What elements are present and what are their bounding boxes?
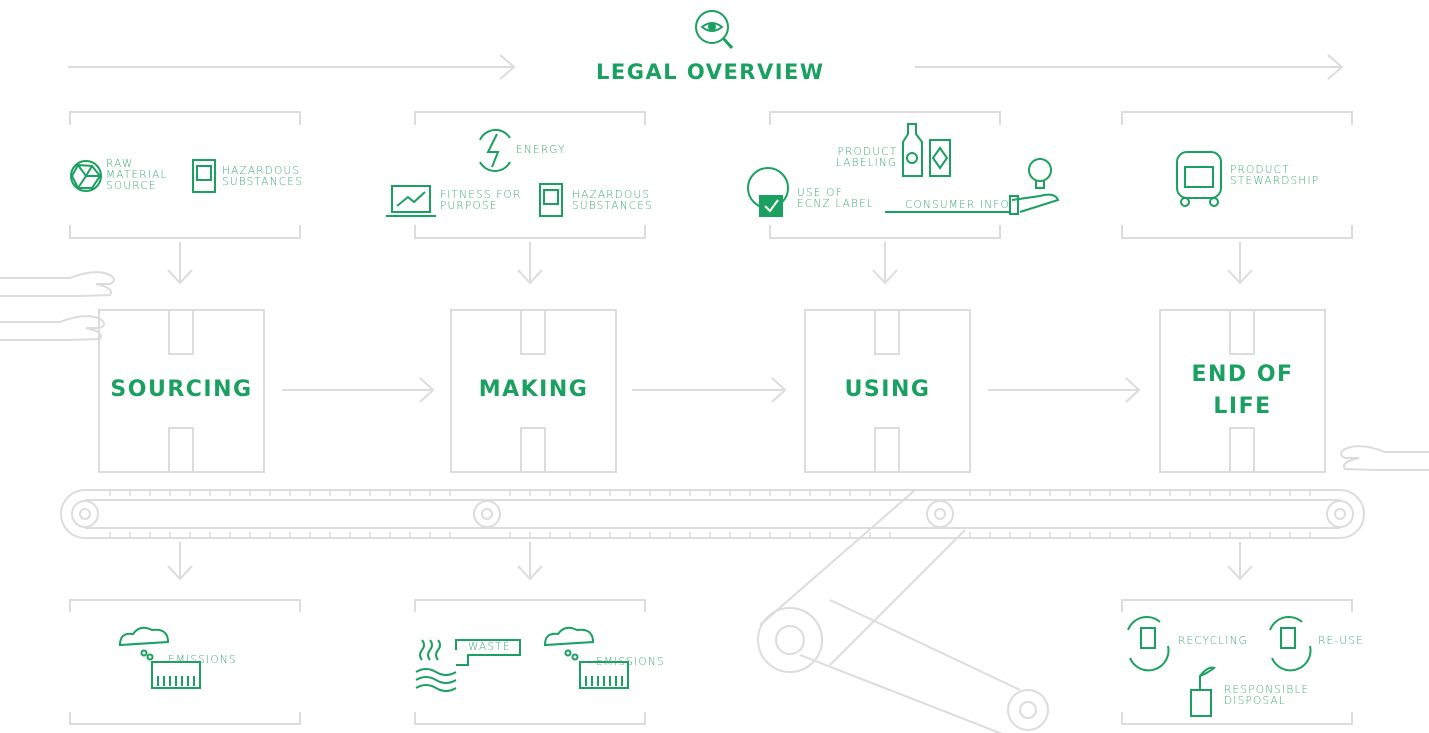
down-arrows-bottom: [167, 542, 1253, 581]
hazardous-line2: SUBSTANCES: [222, 176, 303, 188]
bottles-icon: [902, 123, 951, 177]
hazardous-making-line1: HAZARDOUS: [572, 189, 651, 201]
raw-material-line2: MATERIAL: [106, 169, 168, 181]
hazardous-line1: HAZARDOUS: [222, 165, 301, 177]
belt-ticks: [109, 490, 1311, 538]
hand-icons: [0, 271, 1429, 471]
page-title: LEGAL OVERVIEW: [596, 60, 825, 84]
top-arrow-left: [68, 54, 516, 80]
ecnz-line1: USE OF: [797, 187, 843, 199]
cloud-factory-icon: [118, 626, 201, 689]
ecnz-line2: ECNZ LABEL: [797, 198, 874, 210]
top-arrow-right: [915, 54, 1344, 80]
fitness-line1: FITNESS FOR: [440, 189, 522, 201]
laptop-icon: [386, 185, 436, 217]
recycling-label: RECYCLING: [1178, 635, 1248, 647]
lightbulb-hand-icon: [1009, 158, 1060, 215]
raw-material-label: RAW MATERIAL SOURCE: [106, 159, 168, 192]
labeling-line2: LABELING: [836, 157, 898, 169]
raw-material-line1: RAW: [106, 158, 134, 170]
consumer-info-label: CONSUMER INFO: [905, 199, 1010, 211]
cart-icon: [1176, 151, 1222, 207]
stage-using: USING: [844, 377, 931, 402]
stewardship-label: PRODUCT STEWARDSHIP: [1230, 165, 1319, 187]
hazard-box-icon: [192, 159, 216, 193]
cloud-factory-icon: [543, 626, 629, 689]
ecnz-label-icon: [747, 167, 789, 217]
stage-boxes: [98, 309, 1326, 473]
labeling-line1: PRODUCT: [837, 146, 898, 158]
disposal-label: RESPONSIBLE DISPOSAL: [1224, 685, 1309, 707]
plant-bin-icon: [1190, 666, 1217, 717]
waste-pipe-icon: [415, 639, 521, 692]
hazardous-label: HAZARDOUS SUBSTANCES: [222, 166, 303, 188]
reuse-bin-icon: [1269, 615, 1312, 672]
fitness-label: FITNESS FOR PURPOSE: [440, 190, 522, 212]
stewardship-line1: PRODUCT: [1230, 164, 1290, 176]
emissions-label-sourcing: EMISSIONS: [168, 654, 237, 666]
disposal-line2: DISPOSAL: [1224, 695, 1286, 707]
raw-material-line3: SOURCE: [106, 180, 157, 192]
stage-arrows: [282, 377, 1141, 403]
input-brackets: [69, 111, 1353, 239]
emissions-label-making: EMISSIONS: [596, 656, 665, 668]
hazard-box-icon: [539, 183, 563, 217]
stage-end-of-life: END OF LIFE: [1160, 359, 1325, 423]
conveyor-belt: [60, 489, 1365, 733]
hazardous-making-line2: SUBSTANCES: [572, 200, 653, 212]
stage-end-of-life-line1: END OF: [1191, 362, 1294, 387]
disposal-line1: RESPONSIBLE: [1224, 684, 1310, 696]
stewardship-line2: STEWARDSHIP: [1230, 175, 1320, 187]
hazardous-label-making: HAZARDOUS SUBSTANCES: [572, 190, 653, 212]
stage-making: MAKING: [478, 377, 589, 402]
reuse-label: RE-USE: [1318, 635, 1364, 647]
stage-sourcing: SOURCING: [110, 377, 253, 402]
magnifier-eye-icon: [695, 10, 734, 50]
stage-end-of-life-line2: LIFE: [1213, 394, 1272, 419]
down-arrows-top: [167, 242, 1253, 285]
output-brackets: [69, 599, 1353, 725]
product-labeling-label: PRODUCT LABELING: [836, 147, 897, 169]
ecnz-label: USE OF ECNZ LABEL: [797, 188, 874, 210]
globe-icon: [70, 160, 102, 192]
energy-icon: [479, 128, 511, 172]
energy-label: ENERGY: [516, 144, 566, 156]
fitness-line2: PURPOSE: [440, 200, 498, 212]
waste-label: WASTE: [468, 641, 511, 653]
recycling-bin-icon: [1127, 615, 1170, 672]
